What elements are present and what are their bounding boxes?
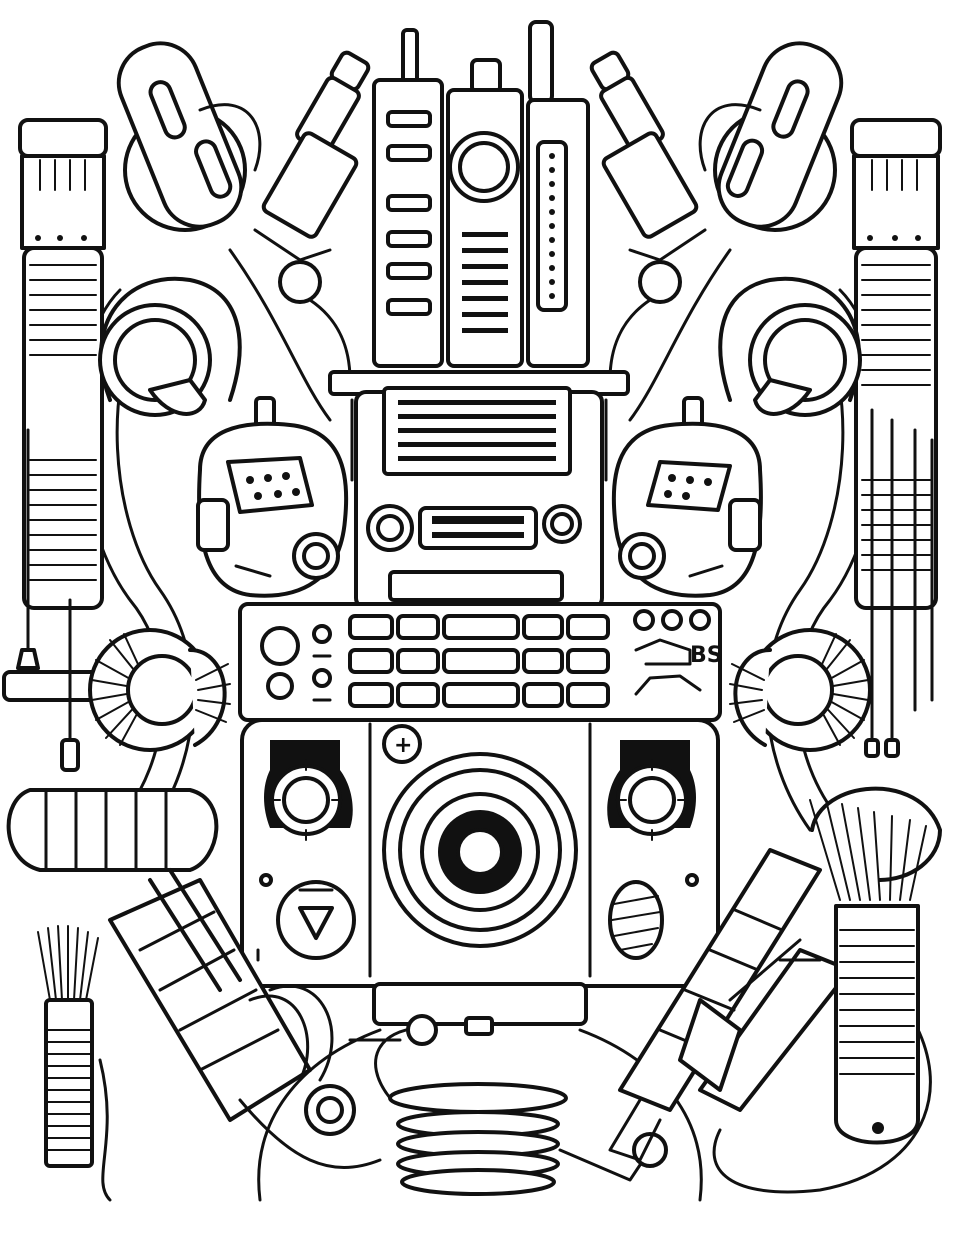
- upper-radio-unit-icon: [328, 370, 630, 610]
- panel-code-label: BS: [690, 643, 723, 668]
- right-tool-icon: [608, 848, 852, 1162]
- right-side-speaker-icon: [729, 628, 872, 752]
- top-radio-left-icon: [372, 28, 444, 368]
- cable-coil-icon: [348, 1014, 668, 1196]
- right-headphones-icon: [718, 276, 862, 417]
- left-flashlight-icon: [2, 118, 116, 772]
- dial-symbol-label: +: [394, 733, 412, 758]
- left-side-speaker-icon: [88, 628, 231, 752]
- left-cable-tool-icon: [108, 868, 382, 1169]
- left-megaphone-icon: [6, 788, 219, 872]
- left-walkie-talkie-icon: [196, 396, 349, 598]
- right-walkie-talkie-icon: [611, 396, 763, 598]
- right-flashlight-icon: [850, 118, 942, 758]
- top-radio-middle-icon: [446, 58, 524, 368]
- left-brush-icon: [37, 925, 99, 1168]
- top-right-microphone-icon: [589, 50, 707, 382]
- panel-buttons: [348, 614, 610, 708]
- top-radio-right-icon: [526, 20, 590, 368]
- left-headphones-icon: [98, 276, 242, 417]
- top-right-headset-icon: [698, 41, 844, 232]
- top-left-headset-icon: [116, 41, 262, 232]
- right-brush-cup-icon: [809, 786, 942, 1145]
- boombox-speaker-icon: +: [240, 718, 720, 1036]
- control-panel-icon: BS: [238, 602, 723, 722]
- top-left-microphone-icon: [253, 50, 371, 382]
